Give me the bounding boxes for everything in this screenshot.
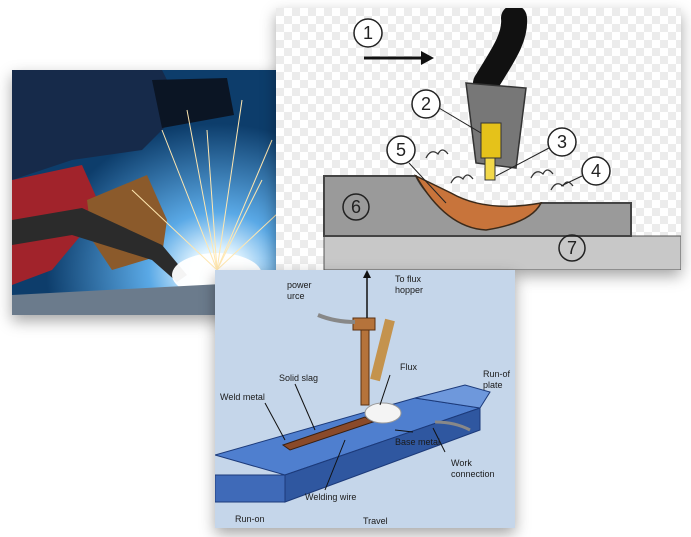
- label-run-off: Run-of: [483, 369, 511, 379]
- flux-pile: [364, 402, 402, 424]
- saw-diagram: To flux hopper power urce Flux Run-of pl…: [215, 270, 515, 528]
- label-power-source-2: urce: [287, 291, 305, 301]
- label-work-connection: Work: [451, 458, 472, 468]
- svg-text:4: 4: [591, 161, 601, 181]
- label-to-flux-hopper: To flux: [395, 274, 422, 284]
- weld-pool: [414, 174, 543, 231]
- base-metal-lower: [323, 235, 681, 270]
- svg-text:3: 3: [557, 132, 567, 152]
- label-power-source: power: [287, 280, 312, 290]
- gmaw-diagram: 1 2 3 4 5 6 7: [276, 8, 681, 270]
- label-run-on: Run-on: [235, 514, 265, 524]
- callout-7: 7: [567, 238, 577, 258]
- welding-torch: [12, 208, 187, 282]
- contact-tip: [480, 122, 502, 159]
- work-connection-cable: [434, 420, 471, 432]
- callout-6: 6: [351, 197, 361, 217]
- label-base-metal: Base metal: [395, 437, 440, 447]
- welding-cable: [473, 8, 528, 96]
- welder-silhouette: [12, 70, 182, 180]
- svg-text:2: 2: [421, 94, 431, 114]
- label-welding-wire: Welding wire: [305, 492, 356, 502]
- svg-text:5: 5: [396, 140, 406, 160]
- power-cable: [317, 313, 356, 324]
- label-travel: Travel: [363, 516, 388, 526]
- shielding-gas: [425, 149, 574, 191]
- label-work-connection-2: connection: [451, 469, 495, 479]
- run-off-plate: [414, 384, 491, 409]
- sparks: [131, 99, 293, 271]
- label-weld-metal: Weld metal: [220, 392, 265, 402]
- welding-wire-feed: [360, 324, 370, 406]
- callout-5: 5: [386, 135, 416, 165]
- flux-tube: [370, 318, 395, 382]
- welding-helmet: [152, 78, 234, 128]
- electrode-wire: [484, 157, 496, 181]
- label-to-flux-hopper-2: hopper: [395, 285, 423, 295]
- callout-4: 4: [581, 156, 611, 186]
- weld-bead: [281, 416, 375, 451]
- callout-3: 3: [547, 127, 577, 157]
- label-flux: Flux: [400, 362, 418, 372]
- svg-text:1: 1: [363, 23, 373, 43]
- callout-1: 1: [353, 18, 383, 48]
- label-run-off-2: plate: [483, 380, 503, 390]
- callout-2: 2: [411, 89, 441, 119]
- label-solid-slag: Solid slag: [279, 373, 318, 383]
